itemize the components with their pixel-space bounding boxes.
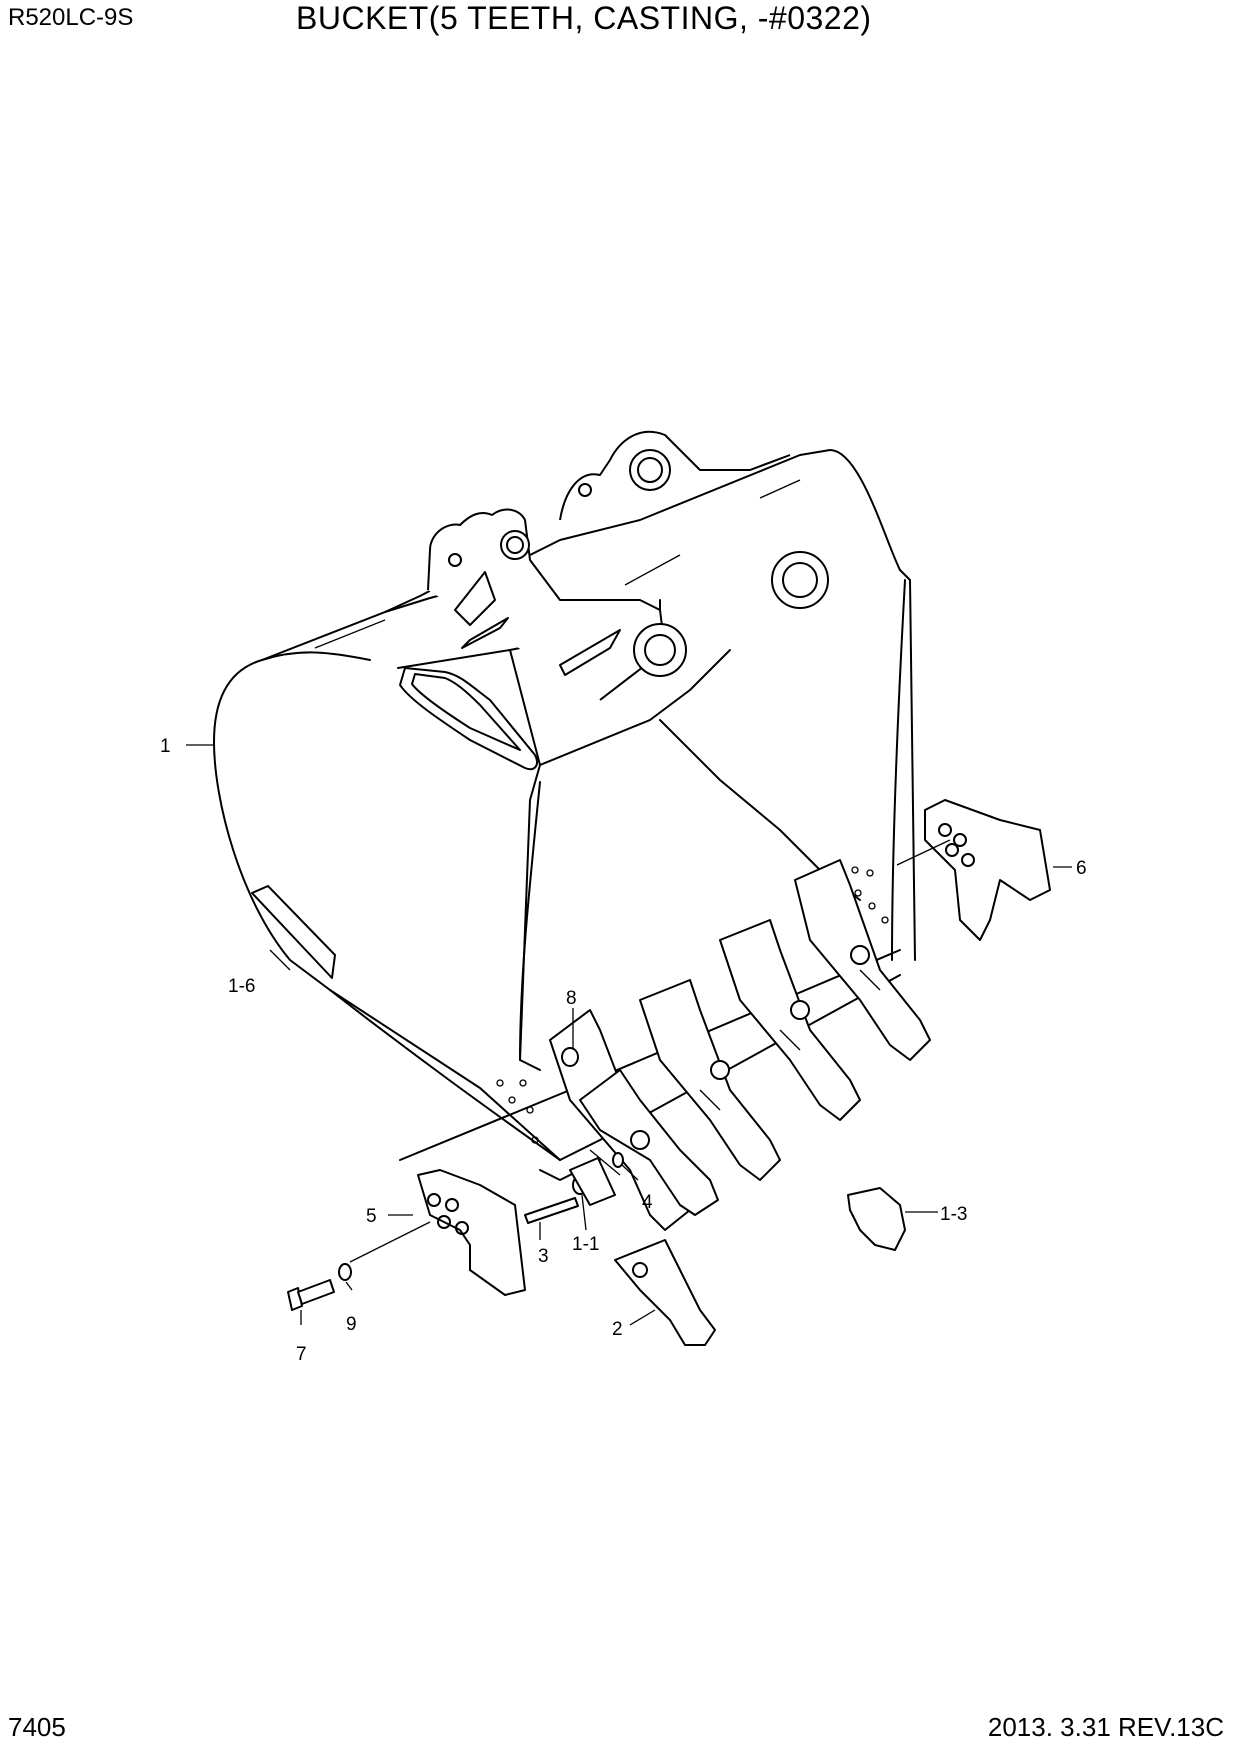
bucket-teeth [549,859,931,1231]
callout-4: 4 [642,1192,653,1213]
callout-1-3: 1-3 [940,1204,967,1225]
callout-6: 6 [1076,858,1087,879]
leader-lines [186,744,1072,1326]
callout-9: 9 [346,1314,357,1335]
callout-3: 3 [538,1246,549,1267]
callout-1: 1 [160,736,171,757]
callout-5: 5 [366,1206,377,1227]
side-holes [496,866,889,1144]
side-cutter-right [924,799,1051,941]
side-cutter-left [417,1169,526,1296]
revision-date: 2013. 3.31 REV.13C [987,1712,1224,1742]
page-title: BUCKET(5 TEETH, CASTING, -#0322) [296,0,872,36]
callout-1-6: 1-6 [228,976,255,997]
hardware-parts [287,1047,906,1346]
model-code: R520LC-9S [8,4,134,31]
callout-1-1: 1-1 [572,1234,599,1255]
page-number: 7405 [8,1712,66,1742]
callout-8: 8 [566,988,577,1009]
callout-labels: 1 1-6 6 8 5 4 3 1-1 1-3 9 7 2 [160,736,1087,1365]
callout-7: 7 [296,1344,307,1365]
callout-2: 2 [612,1319,623,1340]
bucket-body [213,430,916,1181]
